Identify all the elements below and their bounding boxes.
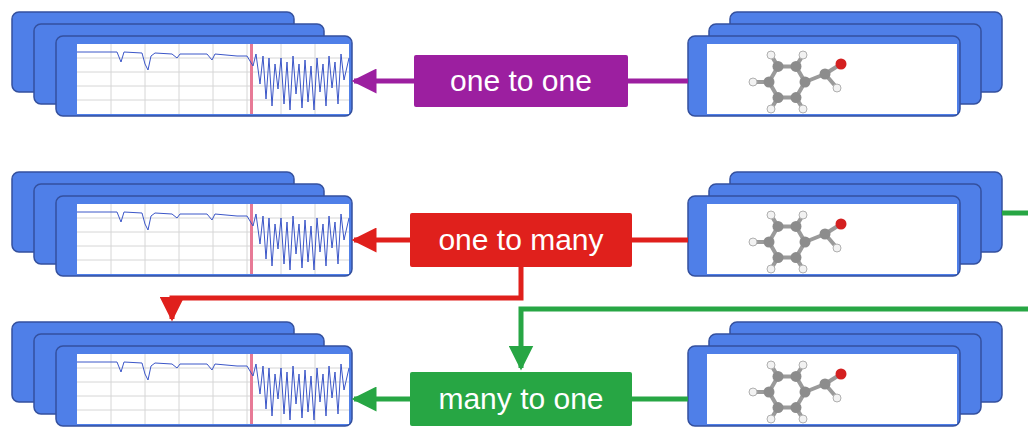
flow-line — [630, 238, 688, 243]
card — [688, 346, 960, 426]
card — [56, 346, 352, 426]
card — [56, 36, 352, 116]
ir-spectrum — [77, 354, 349, 424]
card — [56, 196, 352, 276]
molecule-stack — [688, 172, 1002, 276]
ir-spectrum — [77, 44, 349, 114]
molecule-stack — [688, 322, 1002, 426]
molecule-stack — [688, 12, 1002, 116]
mapping-label: many to one — [438, 382, 603, 417]
label-box: one to many — [410, 213, 632, 267]
spectrum-stack — [12, 12, 352, 116]
molecule-model — [707, 204, 957, 274]
flow-line — [626, 79, 688, 84]
mapping-label: one to one — [450, 64, 592, 99]
flow-arrow — [354, 238, 412, 243]
molecule-model — [707, 354, 957, 424]
flow-line — [630, 397, 688, 402]
spectrum-stack — [12, 322, 352, 426]
flow-arrow — [354, 397, 412, 402]
label-box: one to one — [414, 55, 628, 107]
label-box: many to one — [410, 372, 632, 426]
molecule-model — [707, 44, 957, 114]
ir-spectrum — [77, 204, 349, 274]
spectrum-stack — [12, 172, 352, 276]
flow-arrow — [172, 266, 521, 319]
card — [688, 36, 960, 116]
card — [688, 196, 960, 276]
flow-arrow — [354, 79, 416, 84]
mapping-label: one to many — [438, 223, 603, 258]
